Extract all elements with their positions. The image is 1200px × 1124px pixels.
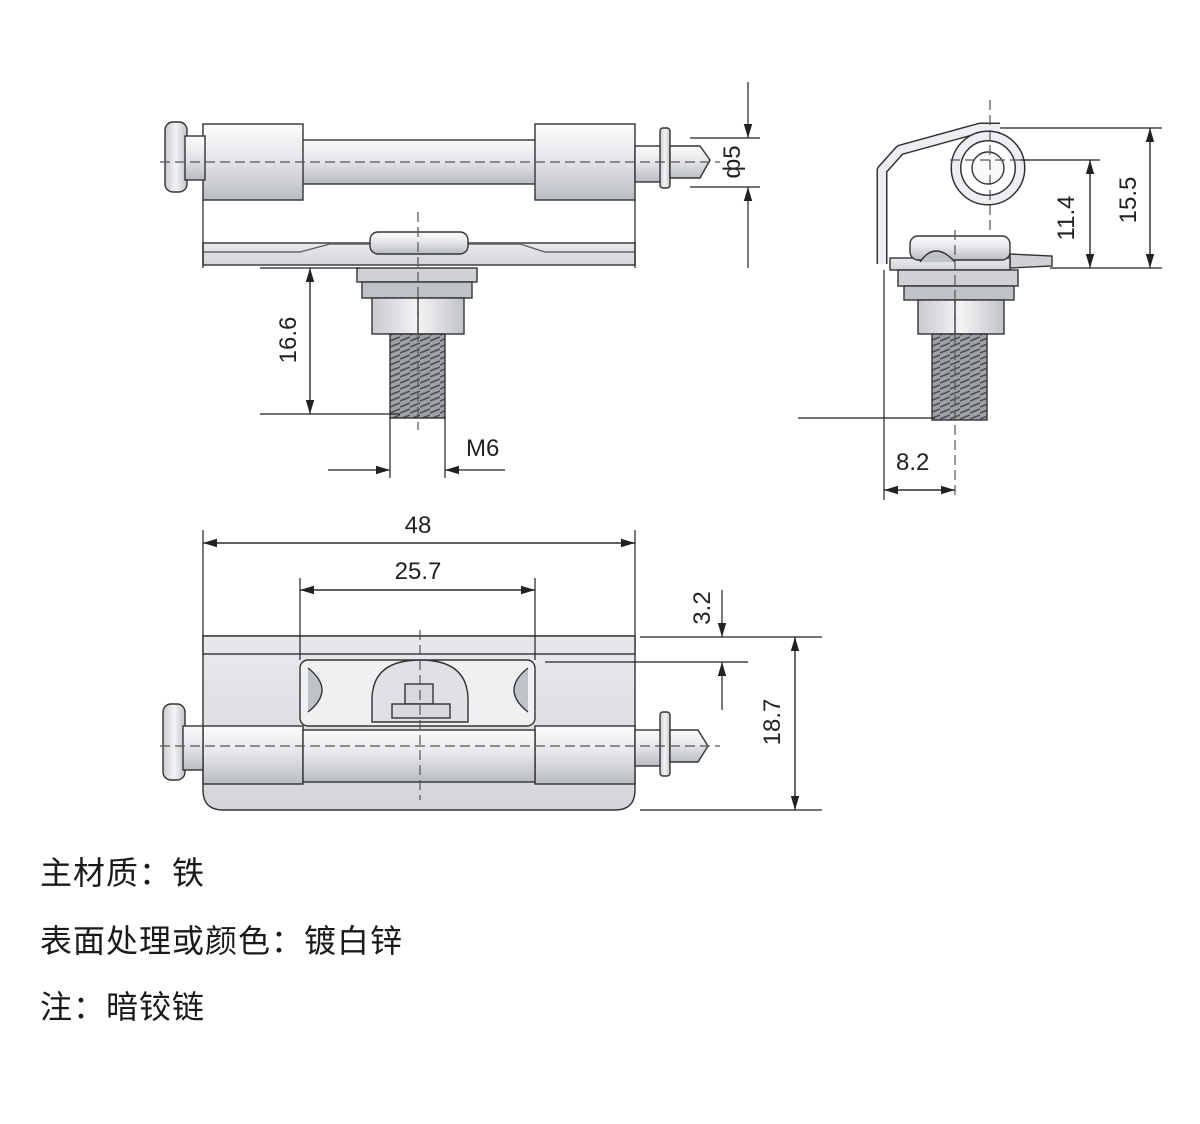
plan-pin-head <box>162 703 186 781</box>
spec-finish-label: 表面处理或颜色 <box>40 922 272 960</box>
side-thread <box>931 333 988 421</box>
pin-head <box>164 121 188 193</box>
dim-overall-width: 48 <box>405 512 432 539</box>
dim-top-offset: 3.2 <box>689 591 716 624</box>
dim-thread-length: 16.6 <box>275 317 302 364</box>
front-centerlines <box>160 161 720 430</box>
front-view <box>164 121 711 419</box>
thread-m6 <box>389 333 446 419</box>
dim-offset-height: 11.4 <box>1053 196 1080 241</box>
dim-thread-size: M6 <box>466 435 499 462</box>
spec-finish-value: 镀白锌 <box>304 922 404 960</box>
dim-side-offset: 8.2 <box>896 449 929 476</box>
spec-material-value: 铁 <box>172 854 206 892</box>
side-view <box>876 122 1053 421</box>
dim-leaf-height: 18.7 <box>759 699 786 746</box>
side-dimensions <box>798 127 1162 500</box>
spec-separator: ： <box>139 854 173 892</box>
spec-separator: ： <box>271 922 305 960</box>
side-centerlines <box>950 100 1030 500</box>
spec-note: 注：暗铰链 <box>40 982 205 1028</box>
pin-hole <box>971 151 1005 185</box>
plan-centerlines <box>160 630 720 800</box>
spec-separator: ： <box>73 988 107 1026</box>
plan-dimensions <box>202 530 822 811</box>
spec-material: 主材质：铁 <box>40 848 205 894</box>
plan-view <box>162 635 709 811</box>
spec-note-label: 注 <box>40 988 74 1026</box>
dim-leaf-width: 25.7 <box>395 558 442 585</box>
dim-pin-diameter: ф5 <box>719 145 746 178</box>
dim-total-height: 15.5 <box>1115 177 1142 224</box>
side-hex-nut <box>917 299 1005 335</box>
front-dimensions <box>202 82 760 478</box>
pin-washer <box>659 127 671 189</box>
spec-material-label: 主材质 <box>40 854 140 892</box>
spec-finish: 表面处理或颜色：镀白锌 <box>40 916 403 962</box>
spec-note-value: 暗铰链 <box>106 988 206 1026</box>
